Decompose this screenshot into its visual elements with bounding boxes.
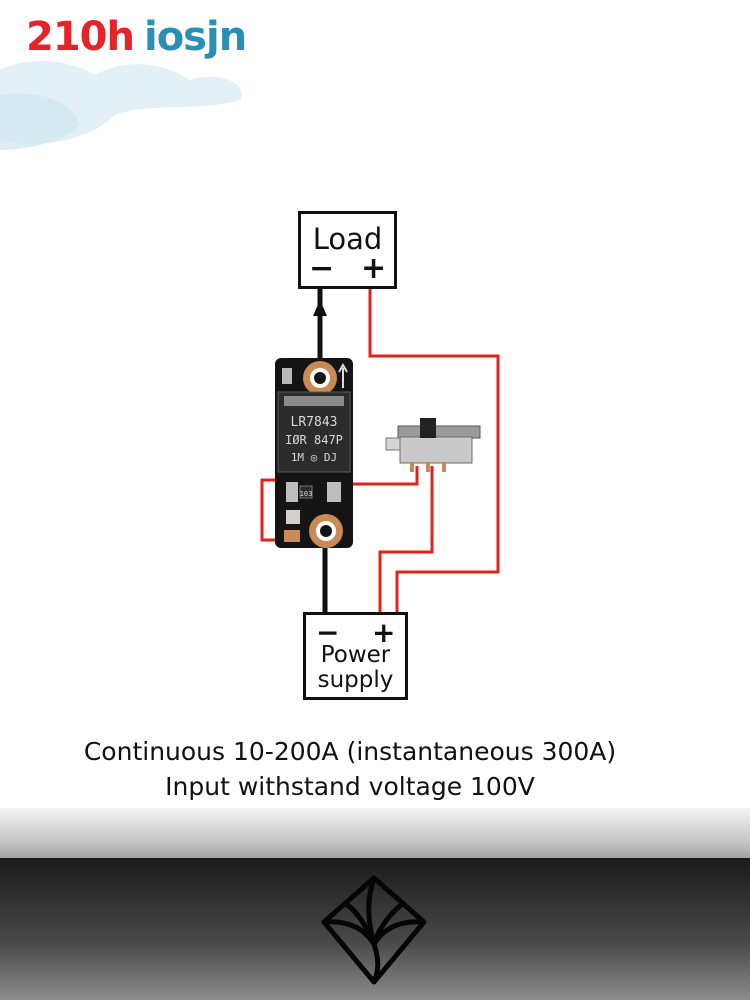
caption-voltage-rating: Input withstand voltage 100V (165, 772, 535, 801)
power-supply-box: − + Power supply (303, 612, 408, 700)
diamond-emblem-icon (321, 875, 427, 985)
mosfet-board (275, 358, 353, 548)
chip-marking-line2: IØR 847P (285, 433, 343, 447)
chip-marking-line1: LR7843 (291, 415, 338, 430)
switch-to-board-wire (352, 466, 419, 486)
slide-switch-icon (385, 418, 481, 472)
power-supply-label-line2: supply (317, 667, 394, 693)
switch-to-supply-wire (378, 466, 434, 614)
supply-minus-sign: − (316, 616, 340, 649)
supply-plus-sign: + (372, 616, 396, 649)
chip-marking-line3: 1M ◎ DJ (291, 451, 337, 464)
load-positive-wire (368, 289, 500, 614)
load-plus-sign: + (361, 251, 387, 286)
divider-band (0, 808, 750, 860)
brand-logo-part2: iosjn (143, 14, 247, 60)
caption-current-rating: Continuous 10-200A (instantaneous 300A) (83, 737, 617, 766)
resistor-label: 103 (300, 490, 313, 498)
power-supply-label: Power supply (306, 643, 405, 693)
load-box: Load − + (298, 211, 397, 289)
load-label: Load (312, 222, 383, 256)
brand-splash-decoration (0, 60, 242, 150)
brand-logo-part1: 210h (26, 14, 135, 60)
power-supply-label-line1: Power (320, 642, 391, 668)
load-minus-sign: − (309, 251, 335, 286)
